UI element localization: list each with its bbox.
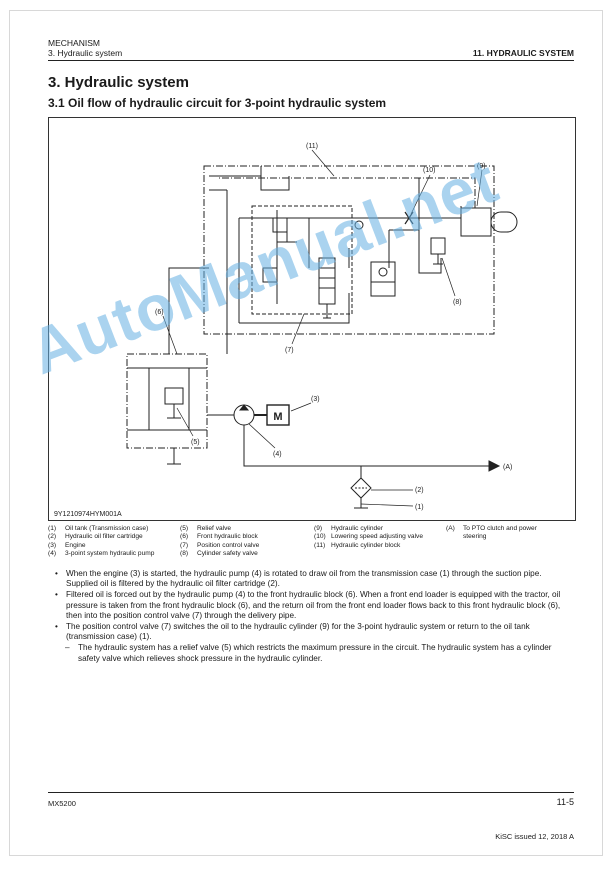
footer-rule [48, 792, 574, 793]
relief-valve-upper [272, 217, 288, 233]
header-chapter: MECHANISM [48, 38, 100, 48]
sub-bullet-item: The hydraulic system has a relief valve … [54, 643, 574, 664]
legend-item: (7)Position control valve [180, 541, 260, 549]
hydraulic-cylinder [460, 207, 492, 237]
bullet-item: When the engine (3) is started, the hydr… [54, 569, 574, 590]
safety-valve [430, 237, 446, 255]
legend-item: (6)Front hydraulic block [180, 533, 258, 541]
callout-a: (A) [503, 464, 512, 471]
spool-lever [323, 304, 331, 319]
footer-model: MX5200 [48, 799, 76, 808]
bullet-item: Filtered oil is forced out by the hydrau… [54, 590, 574, 621]
subsection-title: 3.1 Oil flow of hydraulic circuit for 3-… [48, 96, 387, 110]
leader-4 [248, 423, 276, 449]
suction-pipe [243, 425, 489, 467]
check-valve-base [370, 281, 396, 297]
callout-labels: (11) (10) (9) (8) (7) (6) (5) (4) (3) (2… [155, 143, 512, 511]
junction-node [354, 220, 364, 230]
block-to-front [168, 267, 209, 354]
header-section: 3. Hydraulic system [48, 48, 123, 58]
front-relief-valve [164, 387, 184, 405]
relief-valve-lower [262, 267, 278, 283]
legend-col-3: (9)Hydraulic cylinder (10)Lowering speed… [314, 525, 438, 550]
leader-3 [290, 402, 312, 412]
header-left: MECHANISM 3. Hydraulic system [48, 38, 122, 58]
engine-box [266, 404, 290, 426]
hydraulic-circuit-figure: M (11) (10) (9) (8) (7) (6) (5) (4) (3 [48, 117, 576, 521]
leader-5 [176, 407, 194, 437]
front-block-drain [167, 448, 181, 465]
page-number: 11-5 [556, 797, 574, 807]
legend-item: (4)3-point system hydraulic pump [48, 550, 155, 558]
top-pipe [209, 166, 290, 191]
spool-divisions [319, 267, 335, 289]
callout-8: (8) [453, 299, 462, 306]
legend-col-1: (1)Oil tank (Transmission case) (2)Hydra… [48, 525, 180, 559]
callout-9: (9) [477, 163, 486, 170]
check-valve [370, 261, 396, 283]
safety-valve-drain [433, 254, 443, 265]
legend-col-2: (5)Relief valve (6)Front hydraulic block… [180, 525, 312, 559]
arrow-to-pto [488, 460, 501, 472]
spool-valve [318, 257, 336, 305]
legend-item: (5)Relief valve [180, 525, 232, 532]
legend-item: (8)Cylinder safety valve [180, 550, 258, 558]
leader-9 [476, 169, 483, 207]
legend-item: (10)Lowering speed adjusting valve [314, 533, 424, 541]
lower-pipe [239, 248, 350, 324]
legend-item: (9)Hydraulic cylinder [314, 525, 384, 532]
check-ball [378, 267, 388, 277]
legend-item: (A)To PTO clutch and power steering [446, 525, 537, 541]
callout-11: (11) [306, 143, 318, 150]
mid-pipe [238, 217, 419, 323]
leader-6 [162, 315, 178, 355]
callout-1: (1) [415, 504, 424, 511]
callout-10: (10) [423, 167, 435, 174]
leader-8 [441, 257, 456, 297]
lowering-valve-symbol [404, 211, 414, 225]
legend-item: (11)Hydraulic cylinder block [314, 541, 401, 549]
front-relief-drain [167, 404, 181, 419]
oil-filter [350, 477, 372, 499]
front-block-pipes [127, 367, 207, 431]
callout-7: (7) [285, 347, 294, 354]
hydraulic-circuit-diagram: M (11) (10) (9) (8) (7) (6) (5) (4) (3 [126, 143, 518, 511]
leader-11 [311, 149, 335, 177]
pump-arrow [238, 404, 250, 411]
section-title: 3. Hydraulic system [48, 74, 189, 91]
cylinder-block-outline [203, 165, 495, 335]
cylinder-return [219, 177, 476, 208]
legend-item: (2)Hydraulic oil filter cartridge [48, 533, 143, 541]
control-valve-outline [251, 205, 353, 315]
valve-pipes [276, 210, 310, 304]
legend-item: (1)Oil tank (Transmission case) [48, 525, 149, 532]
leader-7 [291, 313, 305, 345]
body-text: When the engine (3) is started, the hydr… [54, 569, 574, 664]
tank-symbol [354, 498, 368, 509]
header-right-title: 11. HYDRAULIC SYSTEM [472, 48, 574, 58]
leader-1 [360, 503, 414, 507]
callout-2: (2) [415, 487, 424, 494]
left-pipe [209, 189, 228, 323]
front-block-outline [126, 353, 208, 449]
cylinder-feed [449, 206, 462, 230]
leader-10 [410, 174, 431, 215]
callout-5: (5) [191, 439, 200, 446]
valve-drain [277, 232, 297, 243]
callout-6: (6) [155, 309, 164, 316]
figure-code: 9Y1210974HYM001A [54, 511, 122, 518]
cylinder-piston [490, 211, 518, 233]
header-rule [48, 60, 574, 61]
callout-3: (3) [311, 396, 320, 403]
legend-item: (3)Engine [48, 541, 86, 549]
callout-4: (4) [273, 451, 282, 458]
legend-col-4: (A)To PTO clutch and power steering [446, 525, 556, 542]
bullet-item: The position control valve (7) switches … [54, 622, 574, 643]
issue-info: KiSC issued 12, 2018 A [495, 832, 574, 841]
motor-label: M [273, 411, 282, 423]
